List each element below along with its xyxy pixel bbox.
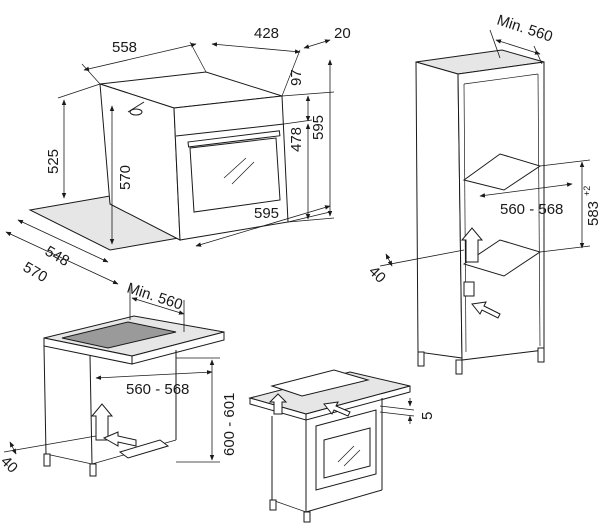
oven-door-window [189,137,281,213]
hob [61,321,177,349]
oven-mount-bracket-icon [129,108,143,116]
dim-width-bottom: 595 [254,205,279,222]
under-counter-floor-vent [118,439,170,459]
under-counter-vent-gap: 40 [0,453,21,477]
tall-cabinet-niche-height: 583 [585,201,600,226]
combo-hob [270,369,370,397]
tall-cabinet-left-side [415,61,463,359]
dim-side-height: 525 [45,149,62,174]
dim-front-depth: 20 [334,25,351,42]
hob-combo-drawing: 5 [248,369,436,523]
dim-inner-height: 570 [117,165,134,190]
under-counter-airflow-in-icon [102,431,137,447]
tall-cabinet-niche-width: 560 - 568 [500,201,563,218]
dim-depth-bottom: 548 [42,243,72,270]
dim-depth-total: 570 [20,259,50,286]
under-counter-airflow-up-icon [90,403,114,441]
dim-panel-height: 97 [288,69,305,86]
combo-gap: 5 [419,412,436,420]
under-counter-niche-width: 560 - 568 [126,381,189,398]
dim-door-height: 478 [288,127,305,152]
under-counter-drawing: Min. 560 560 - 568 600 - 601 40 [0,280,238,477]
under-counter-min-width: Min. 560 [125,280,185,314]
tall-cabinet-niche-height-tolerance: +2 [582,186,592,196]
tall-cabinet-min-width: Min. 560 [495,12,555,46]
dim-total-height: 595 [310,115,327,140]
under-counter-niche-height: 600 - 601 [221,393,238,456]
tall-cabinet-vent-gap: 40 [365,263,389,287]
dim-width-top: 558 [112,39,137,56]
oven-drawing: 558 428 20 97 478 595 525 570 595 548 [5,25,351,286]
tall-cabinet-airflow-up-icon [460,227,484,263]
combo-airflow-up-icon [268,393,288,415]
tall-cabinet-drawing: Min. 560 560 - 568 583 +2 40 [365,12,600,375]
tall-cabinet-airflow-in-icon [471,301,501,319]
dim-depth-top: 428 [254,25,279,42]
oven-door-handle [187,130,281,148]
combo-airflow-in-icon [323,401,351,417]
